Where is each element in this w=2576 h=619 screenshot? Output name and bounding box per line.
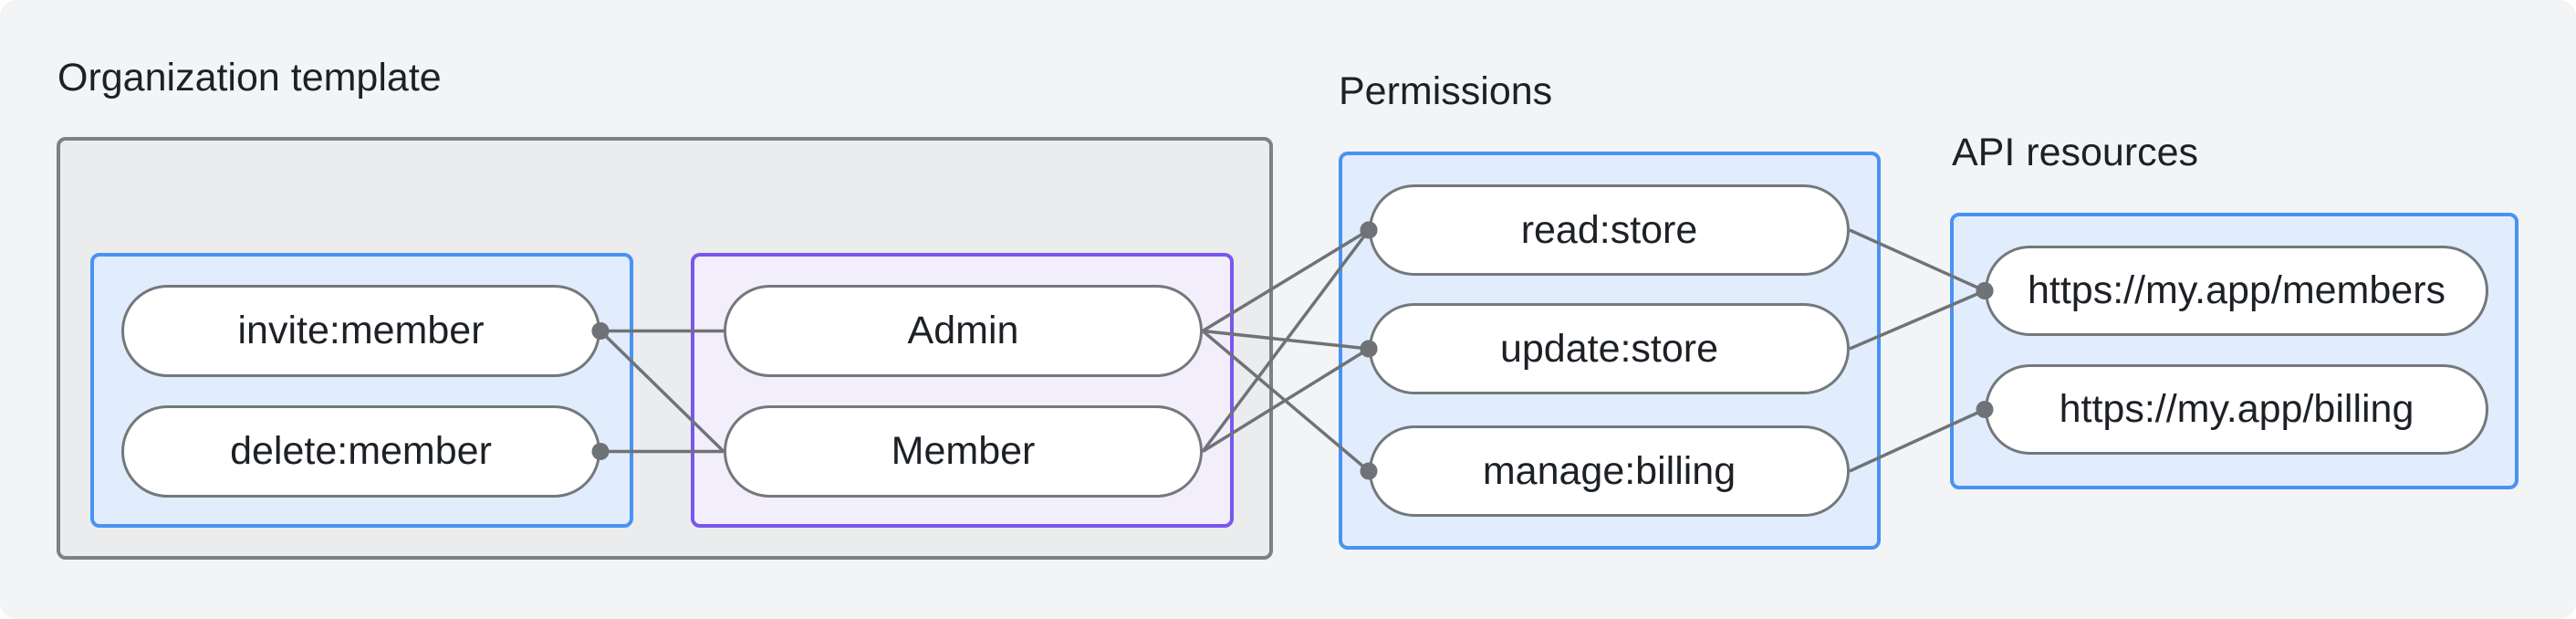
api-resources-label: API resources [1952, 131, 2199, 174]
node-delete-member: delete:member [121, 405, 600, 498]
org-template-label: Organization template [57, 56, 442, 100]
permissions-label: Permissions [1339, 69, 1553, 113]
node-manage-billing: manage:billing [1369, 425, 1850, 517]
node-read-store: read:store [1369, 184, 1850, 276]
node-admin-role: Admin [724, 285, 1203, 377]
node-member-role: Member [724, 405, 1203, 498]
node-api-members-url: https://my.app/members [1985, 246, 2488, 336]
node-api-billing-url: https://my.app/billing [1985, 364, 2488, 455]
node-invite-member: invite:member [121, 285, 600, 377]
node-update-store: update:store [1369, 303, 1850, 394]
